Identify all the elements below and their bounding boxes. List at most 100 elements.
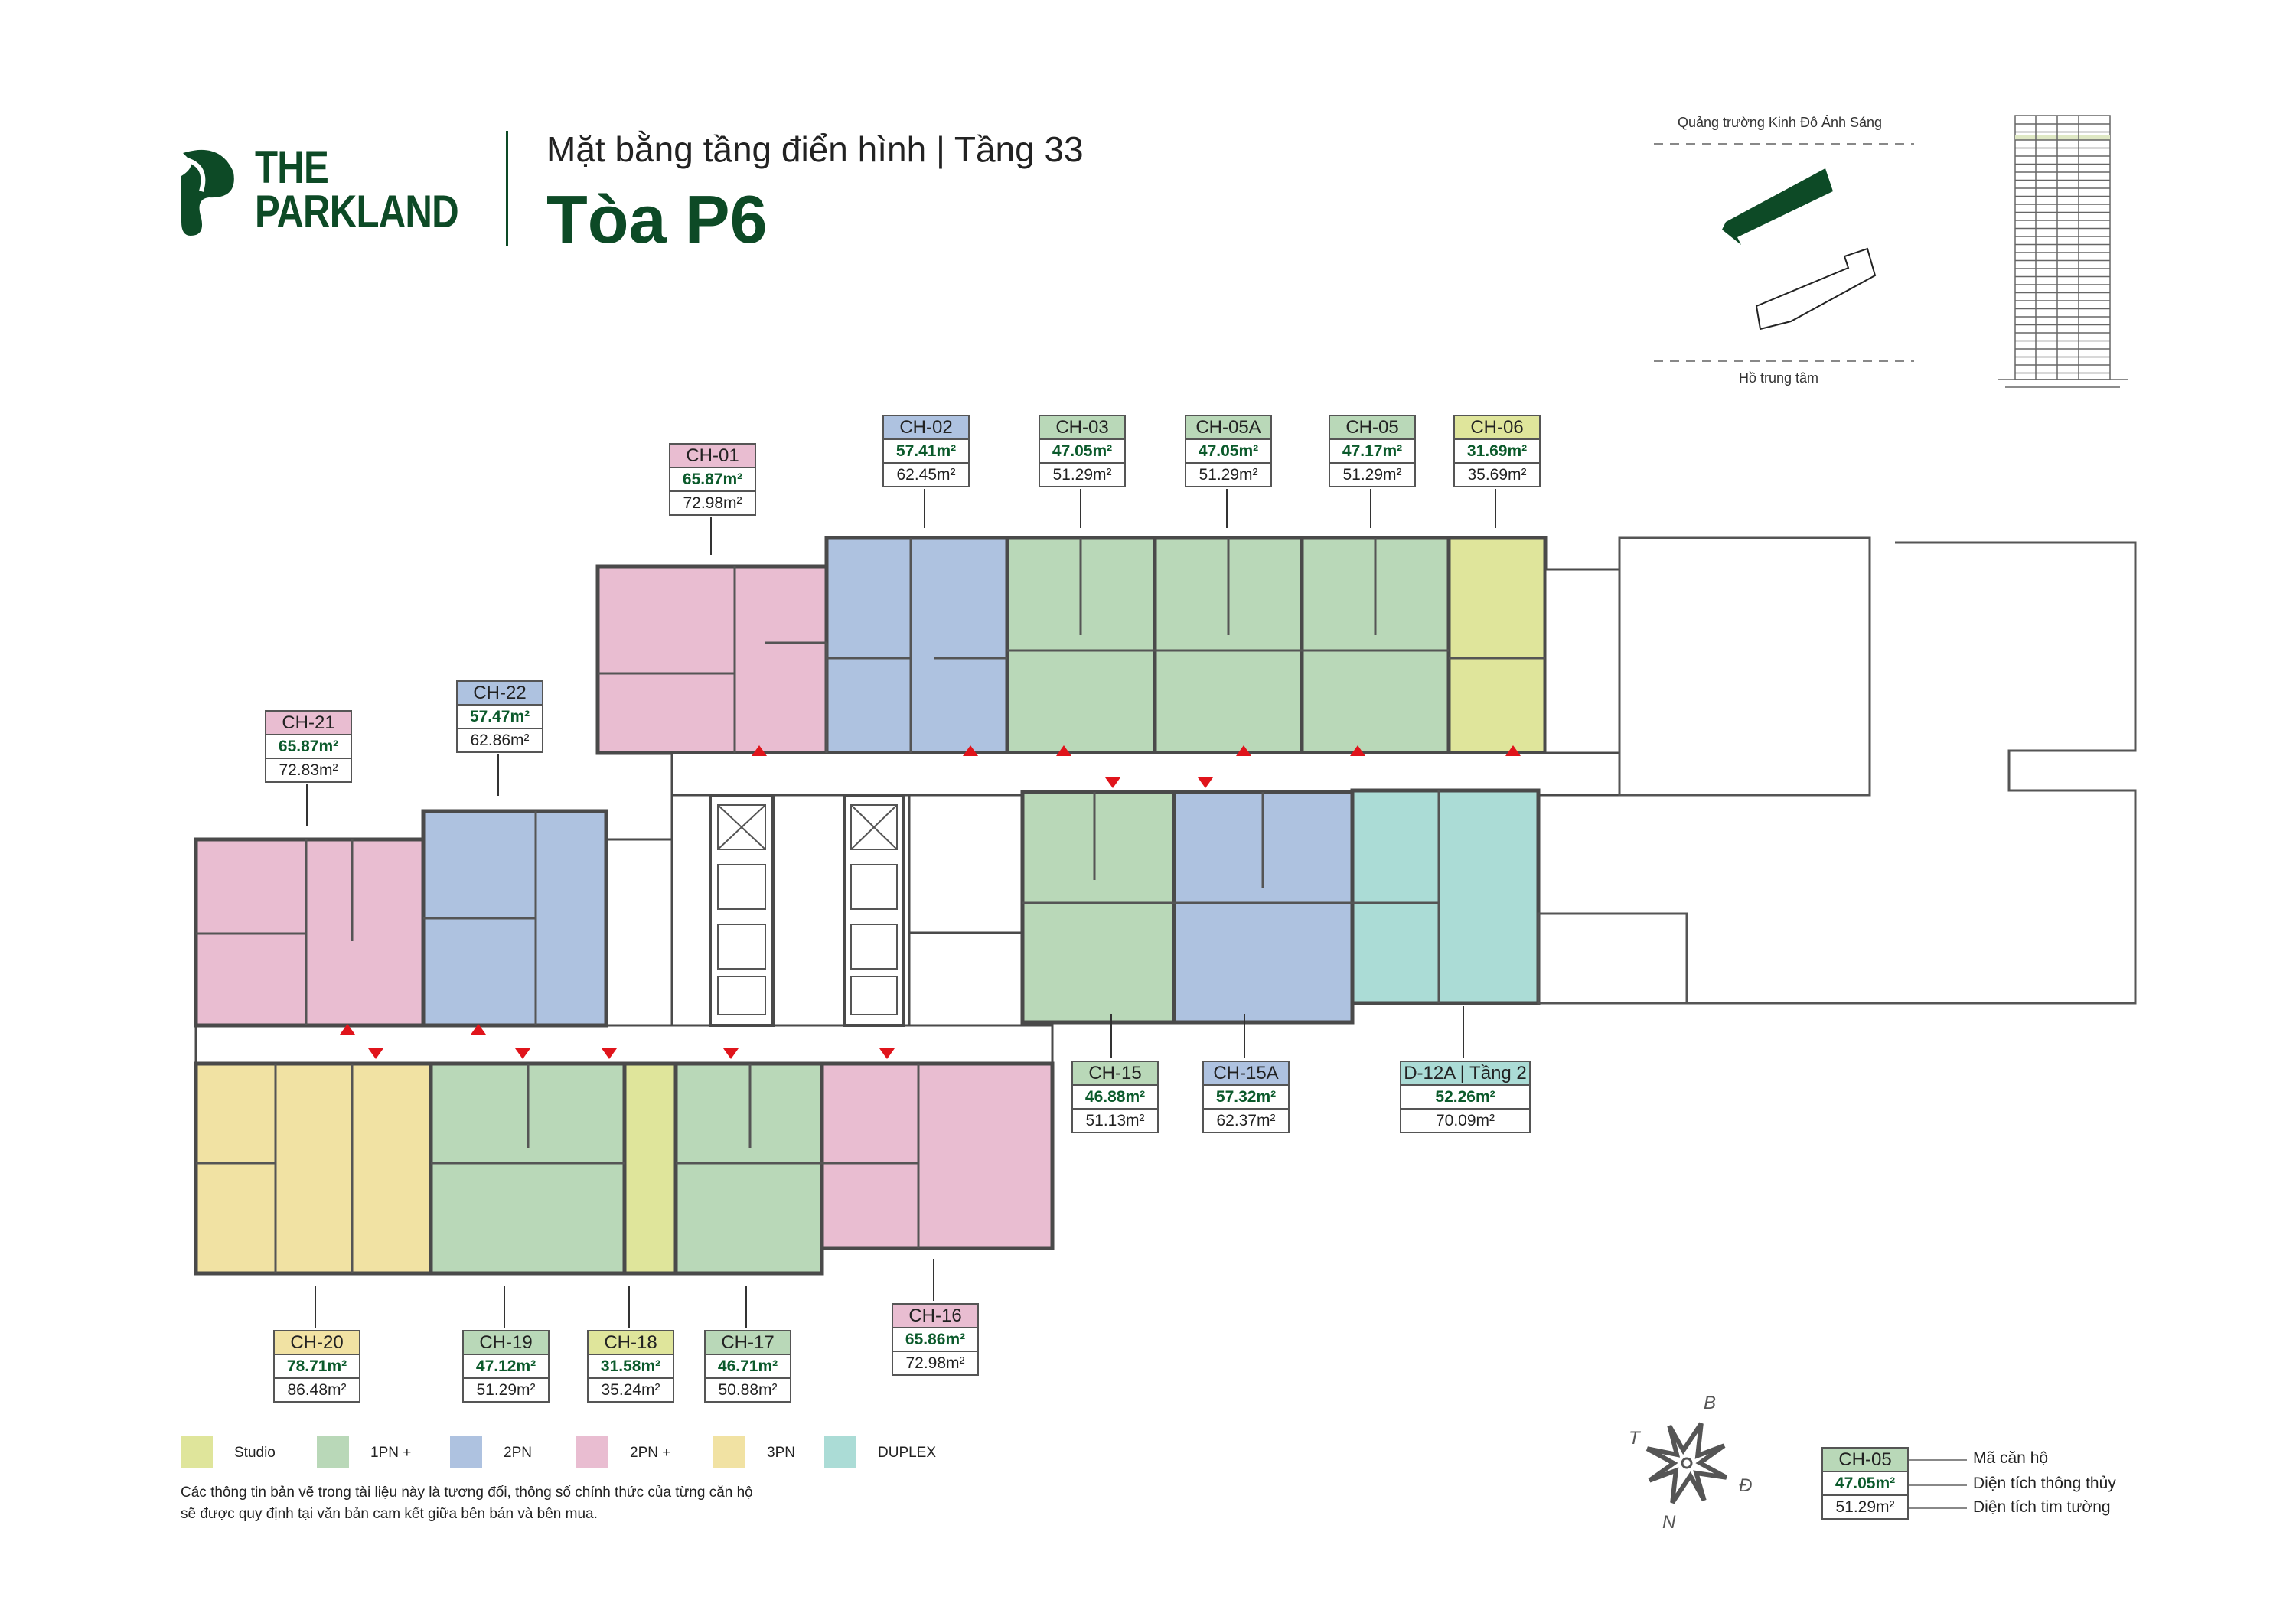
building-elevation — [1998, 115, 2128, 388]
unit-code: CH-15 — [1073, 1062, 1157, 1084]
tower-p6-footprint — [1722, 168, 1833, 245]
key-example-net: 47.05m² — [1823, 1471, 1907, 1494]
unit-ch-15[interactable] — [1020, 790, 1176, 1025]
key-net-label: Diện tích thông thủy — [1973, 1475, 2116, 1492]
stair-left — [605, 838, 673, 1027]
key-example-gross: 51.29m² — [1823, 1494, 1907, 1518]
unit-code: CH-16 — [893, 1305, 977, 1327]
elevator-shaft-right — [843, 794, 905, 1027]
leader-lines — [306, 489, 1496, 1328]
unit-gross-area: 51.29m² — [1040, 462, 1124, 486]
site-plan — [1654, 143, 1914, 362]
note-line-2: sẽ được quy định tại văn bản cam kết giữ… — [181, 1506, 598, 1522]
elevator-shaft-left — [709, 794, 775, 1027]
unit-gross-area: 72.98m² — [893, 1351, 977, 1374]
unit-gross-area: 72.98m² — [670, 490, 755, 514]
brand-line-2: PARKLAND — [255, 186, 459, 237]
legend-swatch — [824, 1436, 856, 1468]
unit-ch-18[interactable] — [622, 1061, 678, 1276]
legend-swatch — [181, 1436, 213, 1468]
legend-label: 1PN + — [370, 1445, 412, 1461]
unit-gross-area: 35.69m² — [1455, 462, 1539, 486]
unit-gross-area: 51.29m² — [464, 1377, 548, 1401]
unit-net-area: 31.69m² — [1455, 438, 1539, 462]
unit-gross-area: 50.88m² — [706, 1377, 790, 1401]
legend-label: Studio — [234, 1445, 276, 1461]
unit-gross-area: 62.45m² — [884, 462, 968, 486]
unit-code: CH-19 — [464, 1331, 548, 1354]
compass-icon — [1645, 1422, 1728, 1504]
unit-net-area: 31.58m² — [589, 1354, 673, 1377]
key-leader-lines — [1906, 1459, 1967, 1509]
corridor-top — [670, 751, 1621, 797]
unit-code: CH-17 — [706, 1331, 790, 1354]
legend-label: 2PN + — [630, 1445, 671, 1461]
brand-logo — [178, 145, 240, 241]
elevator-cars — [717, 804, 898, 1015]
unit-code: CH-05 — [1330, 416, 1414, 438]
legend-label: 2PN — [504, 1445, 532, 1461]
unit-code: CH-22 — [458, 682, 542, 704]
unit-net-area: 57.41m² — [884, 438, 968, 462]
compass-east: Đ — [1739, 1475, 1753, 1496]
disclaimer-note: Các thông tin bản vẽ trong tài liệu này … — [181, 1482, 753, 1525]
unit-ch-06[interactable] — [1446, 536, 1548, 755]
unit-code: CH-18 — [589, 1331, 673, 1354]
legend-swatch — [317, 1436, 349, 1468]
compass-west: T — [1629, 1428, 1640, 1449]
unit-gross-area: 86.48m² — [275, 1377, 359, 1401]
legend-swatch — [713, 1436, 745, 1468]
unit-net-area: 46.88m² — [1073, 1084, 1157, 1108]
unit-code: D-12A | Tầng 2 — [1401, 1062, 1529, 1084]
unit-ch-16[interactable] — [820, 1061, 1055, 1250]
unit-gross-area: 35.24m² — [589, 1377, 673, 1401]
compass-north: B — [1704, 1393, 1717, 1413]
page-subtitle: Mặt bằng tầng điển hình | Tầng 33 — [546, 129, 1084, 169]
brand-line-1: THE — [255, 142, 329, 193]
stair-top-right — [1544, 568, 1621, 754]
unit-net-area: 57.47m² — [458, 704, 542, 728]
unit-net-area: 47.17m² — [1330, 438, 1414, 462]
unit-gross-area: 51.29m² — [1330, 462, 1414, 486]
unit-d-12a[interactable] — [1350, 788, 1541, 1005]
entrance-markers — [340, 745, 1521, 1059]
unit-net-area: 47.05m² — [1186, 438, 1270, 462]
unit-net-area: 65.87m² — [266, 734, 351, 758]
unit-ch-02[interactable] — [824, 536, 1009, 755]
unit-net-area: 47.05m² — [1040, 438, 1124, 462]
adjacent-block-outline — [1537, 536, 2137, 1005]
unit-net-area: 47.12m² — [464, 1354, 548, 1377]
unit-net-area: 46.71m² — [706, 1354, 790, 1377]
unit-net-area: 57.32m² — [1204, 1084, 1288, 1108]
parkland-logo-icon — [181, 149, 234, 236]
unit-code: CH-06 — [1455, 416, 1539, 438]
unit-code: CH-05A — [1186, 416, 1270, 438]
unit-ch-01[interactable] — [595, 564, 829, 755]
unit-code: CH-03 — [1040, 416, 1124, 438]
unit-ch-20[interactable] — [194, 1061, 433, 1276]
unit-net-area: 52.26m² — [1401, 1084, 1529, 1108]
site-bottom-label: Hồ trung tâm — [1739, 370, 1819, 386]
unit-code: CH-01 — [670, 445, 755, 467]
unit-code: CH-20 — [275, 1331, 359, 1354]
unit-gross-area: 70.09m² — [1401, 1108, 1529, 1132]
unit-gross-area: 72.83m² — [266, 758, 351, 781]
interior-walls — [196, 538, 1545, 1273]
header-divider — [506, 131, 508, 246]
unit-code: CH-15A — [1204, 1062, 1288, 1084]
unit-gross-area: 62.37m² — [1204, 1108, 1288, 1132]
key-code-label: Mã căn hộ — [1973, 1449, 2049, 1467]
key-example-box: CH-05 47.05m² 51.29m² — [1821, 1447, 1909, 1520]
